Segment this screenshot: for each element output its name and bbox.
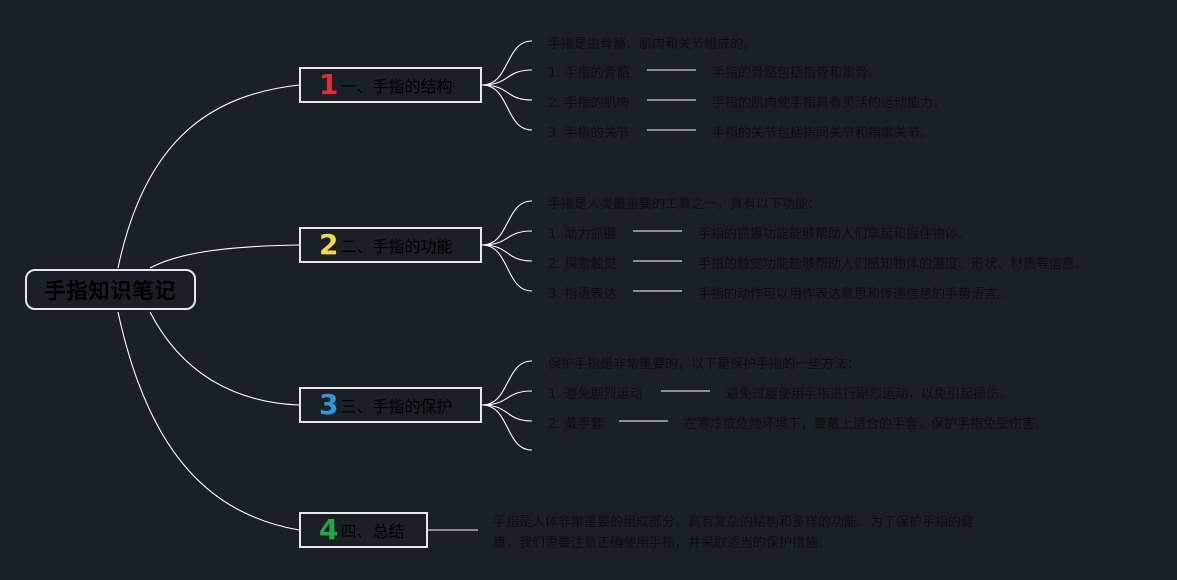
branch2-item2-desc: 手指的触觉功能能够帮助人们感知物体的温度、形状、材质等信息。	[698, 257, 1089, 272]
branch-label-3: 三、手指的保护	[340, 397, 453, 416]
connector-b2-intro	[481, 200, 533, 246]
branch-label-4: 四、总结	[340, 522, 405, 541]
connector-b1-item2	[481, 84, 533, 101]
branch3-item1-desc: 避免过度使用手指进行剧烈运动，以免引起损伤。	[726, 387, 1013, 402]
branch-node-2[interactable]: 2 二、手指的功能	[299, 227, 482, 263]
connector-b2-item2	[481, 244, 533, 262]
branch-number-1: 1	[319, 68, 339, 101]
branch-node-4[interactable]: 4 四、总结	[299, 512, 428, 548]
connector-b2-item1	[481, 230, 533, 246]
branch2-item1-title: 1. 助力抓握	[548, 227, 617, 242]
branch1-item3-desc: 手指的关节包括指间关节和指掌关节。	[712, 126, 934, 141]
connector-b1-item3	[481, 84, 533, 131]
connector-root-branch2	[149, 244, 300, 269]
branch1-item3-title: 3. 手指的关节	[548, 126, 630, 141]
connector-root-branch1	[117, 84, 300, 269]
branch-number-4: 4	[319, 513, 339, 546]
branch1-item2-desc: 手指的肌肉使手指具有灵活的运动能力。	[712, 96, 947, 111]
root-label: 手指知识笔记	[44, 278, 177, 303]
connector-b3-item1	[481, 390, 533, 406]
connector-b3-empty	[481, 404, 533, 451]
branch2-item3-desc: 手指的动作可以用作表达意思和传递信息的手势语言。	[698, 287, 1011, 302]
connector-b3-item2	[481, 404, 533, 422]
branch1-intro: 手指是由骨骼、肌肉和关节组成的。	[548, 37, 757, 52]
branch-node-3[interactable]: 3 三、手指的保护	[299, 387, 482, 423]
branch3-item2-desc: 在寒冷或危险环境下，要戴上适合的手套，保护手指免受伤害。	[684, 417, 1049, 432]
connector-b1-item1	[481, 69, 533, 86]
branch-label-1: 一、手指的结构	[340, 77, 453, 96]
connector-b1-intro	[481, 40, 533, 86]
branch1-item1-title: 1. 手指的骨骼	[548, 66, 630, 81]
connector-root-branch4	[117, 311, 300, 531]
branch4-summary: 手指是人体非常重要的组成部分，具有复杂的结构和多样的功能。为了保护手指的健康，我…	[493, 515, 975, 551]
branch3-intro: 保护手指是非常重要的，以下是保护手指的一些方法：	[548, 357, 861, 372]
branch1-item2-title: 2. 手指的肌肉	[548, 96, 630, 111]
branch-number-3: 3	[319, 388, 339, 421]
branch2-intro: 手指是人类最重要的工具之一，具有以下功能：	[548, 197, 822, 212]
branch3-item1-title: 1. 避免剧烈运动	[548, 387, 643, 402]
branch-number-2: 2	[319, 228, 339, 261]
branch3-item2-title: 2. 戴手套	[548, 417, 604, 432]
branch2-item2-title: 2. 探索触觉	[548, 257, 617, 272]
connector-b2-item3	[481, 244, 533, 292]
branch2-item1-desc: 手指的抓握功能能够帮助人们拿起和握住物体。	[698, 227, 972, 242]
branch1-item1-desc: 手指的骨骼包括指骨和掌骨。	[712, 66, 882, 81]
connector-root-branch3	[149, 311, 300, 406]
branch-label-2: 二、手指的功能	[340, 237, 453, 256]
connector-b3-intro	[481, 360, 533, 406]
branch2-item3-title: 3. 指语表达	[548, 287, 617, 302]
branch-node-1[interactable]: 1 一、手指的结构	[299, 67, 482, 103]
root-node[interactable]: 手指知识笔记	[25, 269, 196, 310]
